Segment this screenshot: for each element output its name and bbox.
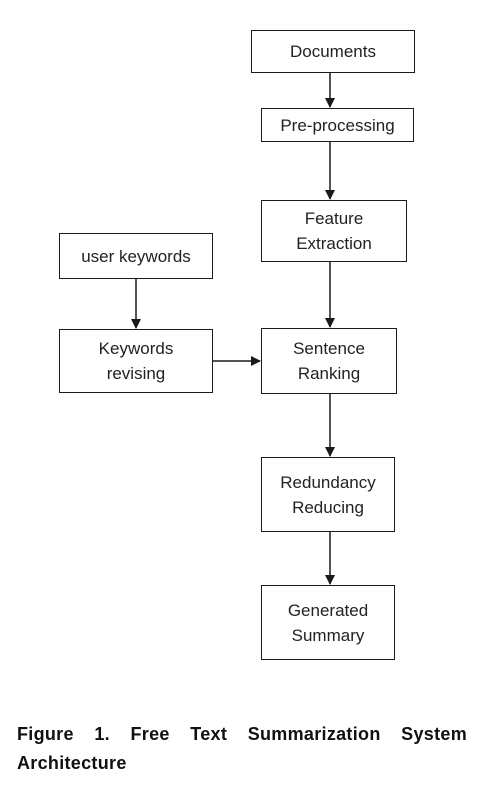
sentence-ranking-label: Sentence Ranking (293, 339, 365, 383)
architecture-diagram: Documents Pre-processing Feature Extract… (59, 30, 415, 660)
sentence-ranking-node: Sentence Ranking (261, 328, 397, 394)
connector-layer (131, 73, 335, 585)
documents-node: Documents (251, 30, 415, 73)
user-keywords-node: user keywords (59, 233, 213, 279)
feature-extraction-node: Feature Extraction (261, 200, 407, 262)
generated-summary-node: Generated Summary (261, 585, 395, 660)
preprocessing-node: Pre-processing (261, 108, 414, 142)
redundancy-reducing-node: Redundancy Reducing (261, 457, 395, 532)
keywords-revising-label: Keywords revising (98, 339, 174, 383)
preprocessing-label: Pre-processing (280, 115, 395, 135)
user-keywords-label: user keywords (81, 246, 191, 266)
figure-caption: Figure 1. Free Text Summarization System… (17, 724, 467, 773)
keywords-revising-node: Keywords revising (59, 329, 213, 393)
generated-summary-label: Generated Summary (287, 600, 369, 645)
feature-extraction-label: Feature Extraction (296, 209, 372, 253)
redundancy-reducing-label: Redundancy Reducing (280, 472, 376, 517)
documents-label: Documents (290, 42, 376, 61)
